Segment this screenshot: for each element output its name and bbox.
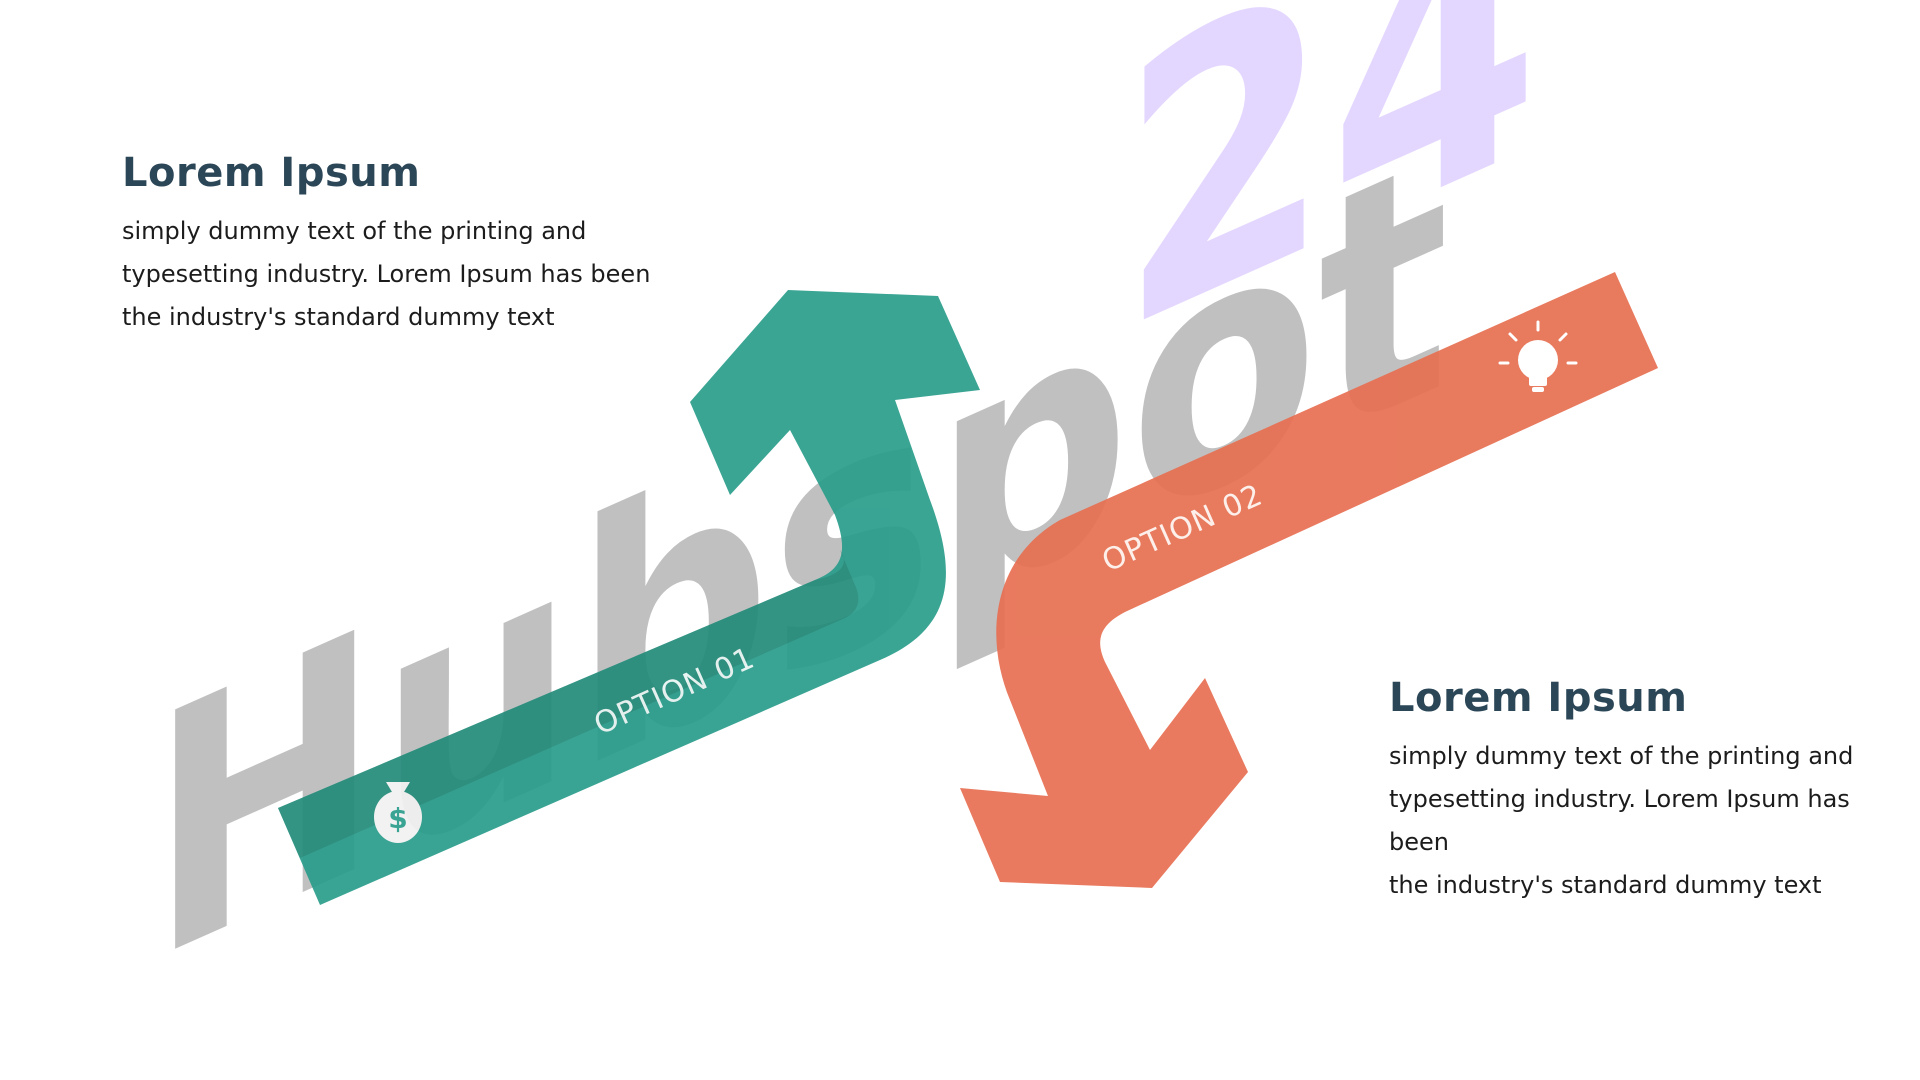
svg-text:$: $ — [388, 802, 407, 835]
text-block-left: Lorem Ipsum simply dummy text of the pri… — [122, 150, 682, 339]
arrow-option-01: OPTION 01 $ — [278, 290, 980, 905]
block-left-body: simply dummy text of the printing and ty… — [122, 210, 682, 339]
light-bulb-icon — [1498, 320, 1578, 392]
block-right-body: simply dummy text of the printing and ty… — [1389, 735, 1909, 907]
arrow-option-02: OPTION 02 — [960, 272, 1658, 888]
money-bag-icon: $ — [374, 782, 422, 843]
block-right-line-2: typesetting industry. Lorem Ipsum has be… — [1389, 785, 1850, 856]
block-left-line-3: the industry's standard dummy text — [122, 303, 555, 331]
block-right-title: Lorem Ipsum — [1389, 675, 1688, 721]
arrow-option-02-body — [960, 272, 1658, 888]
block-right-line-3: the industry's standard dummy text — [1389, 871, 1822, 899]
block-left-line-1: simply dummy text of the printing and — [122, 217, 587, 245]
arrow-option-01-edge — [278, 550, 859, 858]
text-block-right: Lorem Ipsum simply dummy text of the pri… — [1389, 675, 1909, 907]
block-left-line-2: typesetting industry. Lorem Ipsum has be… — [122, 260, 651, 288]
block-right-line-1: simply dummy text of the printing and — [1389, 742, 1854, 770]
block-left-title: Lorem Ipsum — [122, 150, 421, 196]
